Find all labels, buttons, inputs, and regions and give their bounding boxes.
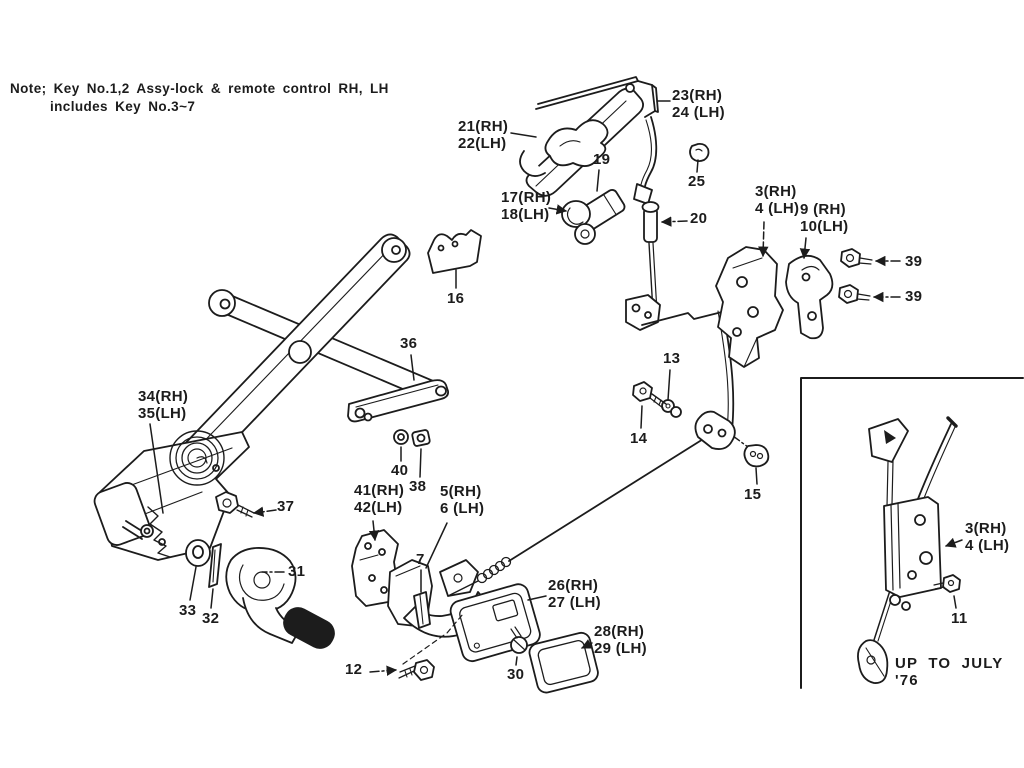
part-label-20: 20 <box>690 210 708 227</box>
guide-rail-drawing <box>347 379 450 423</box>
part-label-16: 16 <box>447 290 465 307</box>
latch-striker-drawing <box>785 254 834 340</box>
part-label-41-42: 41(RH) 42(LH) <box>354 482 405 516</box>
bolt-39b-drawing <box>838 284 871 304</box>
window-crank-handle-drawing <box>225 547 335 649</box>
part-label-32: 32 <box>202 610 220 627</box>
part-label-17-18: 17(RH) 18(LH) <box>501 189 552 223</box>
part-label-39a: 39 <box>905 253 923 270</box>
part-label-19: 19 <box>593 151 611 168</box>
spring-clip-32-drawing <box>208 543 222 588</box>
inset-box-border <box>800 377 1024 689</box>
part-label-21-22: 21(RH) 22(LH) <box>458 118 509 152</box>
part-label-15: 15 <box>744 486 762 503</box>
inset-lock-assembly-drawing <box>857 416 958 684</box>
part-label-23-24: 23(RH) 24 (LH) <box>672 87 725 121</box>
part-label-31: 31 <box>288 563 306 580</box>
part-label-25: 25 <box>688 173 706 190</box>
part-label-3-4: 3(RH) 4 (LH) <box>755 183 800 217</box>
part-label-38: 38 <box>409 478 427 495</box>
part-label-26-27: 26(RH) 27 (LH) <box>548 577 601 611</box>
part-label-33: 33 <box>179 602 197 619</box>
bolt-39a-drawing <box>840 248 873 268</box>
bolt-11-drawing <box>933 574 961 593</box>
bolt-12-drawing <box>398 659 435 681</box>
part-label-14: 14 <box>630 430 648 447</box>
outside-door-handle-drawing <box>519 83 644 197</box>
inset-part-label-3-4: 3(RH) 4 (LH) <box>965 520 1010 554</box>
bolt-37-drawing <box>215 491 255 518</box>
bracket-16-drawing <box>427 229 482 274</box>
part-label-39b: 39 <box>905 288 923 305</box>
part-label-12: 12 <box>345 661 363 678</box>
clip-25-drawing <box>689 142 710 163</box>
part-label-9-10: 9 (RH) 10(LH) <box>800 201 849 235</box>
clip-7-drawing <box>413 591 431 629</box>
part-label-5-6: 5(RH) 6 (LH) <box>440 483 485 517</box>
screw-30-drawing <box>510 626 528 654</box>
part-label-30: 30 <box>507 666 525 683</box>
window-regulator-drawing <box>93 233 443 561</box>
nut-38-drawing <box>411 429 431 447</box>
part-label-37: 37 <box>277 498 295 515</box>
part-label-40: 40 <box>391 462 409 479</box>
note-line-2: includes Key No.3~7 <box>50 99 196 114</box>
door-latch-drawing <box>715 246 784 368</box>
leader-lines <box>149 100 963 676</box>
clip-15-drawing <box>743 444 770 468</box>
part-label-36: 36 <box>400 335 418 352</box>
inset-caption: UP TO JULY '76 <box>895 655 1004 689</box>
part-label-28-29: 28(RH) 29 (LH) <box>594 623 647 657</box>
bezel-28-29-drawing <box>528 631 599 694</box>
inset-part-label-11: 11 <box>951 610 968 627</box>
handle-bracket-drawing <box>535 76 659 205</box>
washer-33-drawing <box>185 539 211 567</box>
part-label-13: 13 <box>663 350 681 367</box>
pin-20-drawing <box>641 201 660 243</box>
bolt-14-drawing <box>632 381 667 409</box>
linkage-rods-drawing <box>508 242 753 562</box>
diagram-note: Note; Key No.1,2 Assy-lock & remote cont… <box>10 80 389 116</box>
part-label-7: 7 <box>416 551 425 568</box>
lock-cylinder-drawing <box>561 189 626 245</box>
note-line-1: Note; Key No.1,2 Assy-lock & remote cont… <box>10 81 389 96</box>
washer-40-drawing <box>393 429 409 445</box>
part-label-34-35: 34(RH) 35(LH) <box>138 388 189 422</box>
